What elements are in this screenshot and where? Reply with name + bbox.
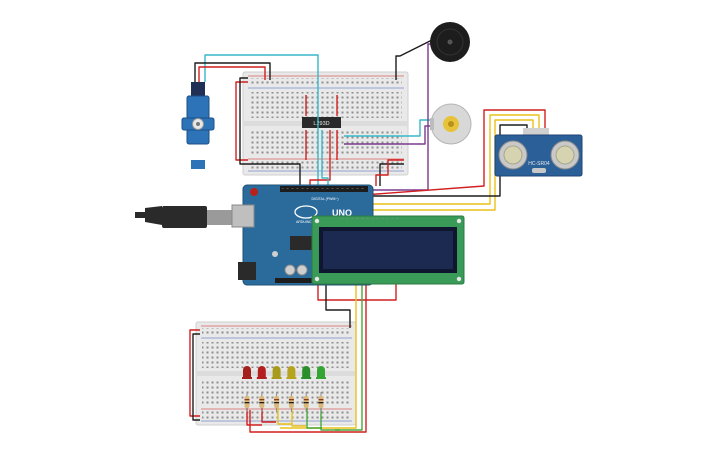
wire-led-5[interactable] (306, 400, 322, 429)
wire-sensor-yellow-2[interactable] (362, 119, 534, 211)
wire-lcd-bottom-green[interactable] (335, 284, 363, 431)
resistor-3[interactable] (274, 392, 280, 412)
wire-servo-ground[interactable] (194, 62, 271, 82)
ultrasonic-label: HC-SR04 (528, 161, 550, 167)
wire-lcd-bottom-yellow[interactable] (280, 284, 357, 429)
wire-l293-red-5[interactable] (309, 130, 331, 186)
wire-buzzer-black[interactable] (395, 39, 433, 80)
arduino-brand-label: ARDUINO (296, 220, 312, 224)
led-6[interactable] (316, 366, 326, 379)
wire-top-bb-right-black[interactable] (379, 163, 404, 186)
wire-lcd-bottom-black[interactable] (325, 284, 351, 328)
resistor-2[interactable] (259, 392, 265, 412)
l293d-chip[interactable]: L293D (302, 117, 341, 128)
wire-top-bb-right-red[interactable] (375, 159, 404, 186)
led-array (242, 366, 326, 379)
wire-bottom-bb-left-red[interactable] (189, 329, 200, 417)
l293d-label: L293D (313, 121, 329, 127)
dc-motor[interactable] (430, 103, 472, 145)
arduino-model-label: UNO (332, 208, 352, 218)
resistor-6[interactable] (318, 392, 324, 412)
wire-top-bb-left-black[interactable] (239, 77, 301, 186)
wire-lcd-bottom-red-2[interactable] (249, 284, 367, 433)
wire-led-3[interactable] (277, 400, 292, 425)
wire-l293-cyan[interactable] (321, 130, 329, 186)
wire-buzzer-purple[interactable] (350, 43, 432, 191)
wire-top-bb-left-red[interactable] (235, 81, 248, 161)
resistor-1[interactable] (244, 392, 250, 412)
led-5[interactable] (301, 366, 312, 379)
ultrasonic-sensor[interactable]: HC-SR04 (494, 128, 583, 177)
led-2[interactable] (256, 366, 267, 379)
lcd-display[interactable] (311, 215, 465, 285)
resistor-array (244, 392, 324, 412)
top-breadboard (242, 71, 409, 176)
wire-motor-cyan[interactable] (344, 119, 432, 137)
wire-sensor-yellow-1[interactable] (356, 114, 540, 205)
piezo-buzzer[interactable] (430, 22, 470, 62)
resistor-4[interactable] (288, 392, 294, 412)
wire-lcd-bottom-red[interactable] (317, 284, 397, 301)
led-4[interactable] (286, 366, 297, 379)
usb-cable[interactable] (135, 206, 232, 228)
wire-bottom-bb-left-black[interactable] (192, 333, 200, 421)
wires (189, 39, 546, 433)
wire-servo-power[interactable] (198, 66, 266, 82)
wire-servo-signal[interactable] (204, 54, 319, 185)
servo-motor[interactable] (181, 82, 215, 169)
wire-sensor-red[interactable] (349, 109, 546, 197)
led-1[interactable] (242, 366, 252, 379)
led-3[interactable] (271, 366, 282, 379)
arduino-header-label: DIGITAL (PWM~) (311, 197, 338, 201)
resistor-5[interactable] (303, 392, 309, 412)
wire-led-4[interactable] (291, 400, 306, 427)
